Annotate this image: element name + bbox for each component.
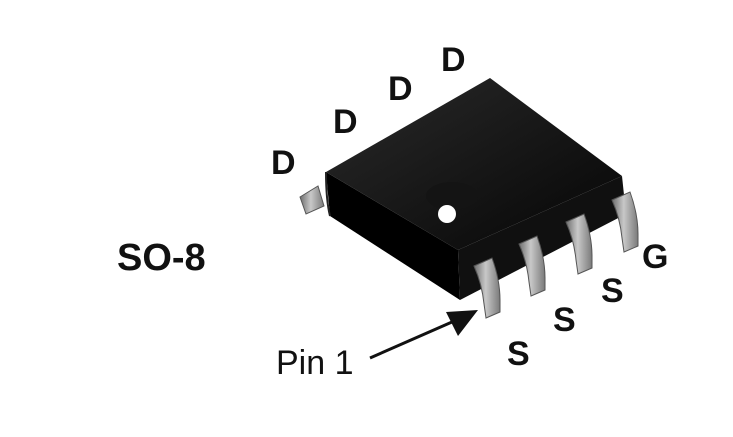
top-lead-stub <box>299 185 325 215</box>
top-pin-label: D <box>333 103 358 141</box>
pin1-dot <box>438 205 456 223</box>
bottom-pin-label: S <box>507 335 530 373</box>
top-pin-label: D <box>441 41 466 79</box>
package-label: SO-8 <box>117 237 206 279</box>
bottom-leads <box>473 191 639 319</box>
lead-pin-4 <box>611 191 639 253</box>
lead-pin-1 <box>473 257 501 319</box>
bottom-pin-label: G <box>642 238 668 276</box>
chip-body <box>325 78 626 300</box>
pin1-arrow <box>369 310 478 360</box>
top-pin-label: D <box>271 144 296 182</box>
bottom-pin-label: S <box>553 301 576 339</box>
lead-pin-2 <box>518 235 546 297</box>
pin1-annotation-label: Pin 1 <box>276 344 354 382</box>
lead-pin-3 <box>565 213 593 275</box>
top-pin-label: D <box>388 70 413 108</box>
bottom-pin-label: S <box>601 272 624 310</box>
mold-dimple <box>426 182 478 210</box>
